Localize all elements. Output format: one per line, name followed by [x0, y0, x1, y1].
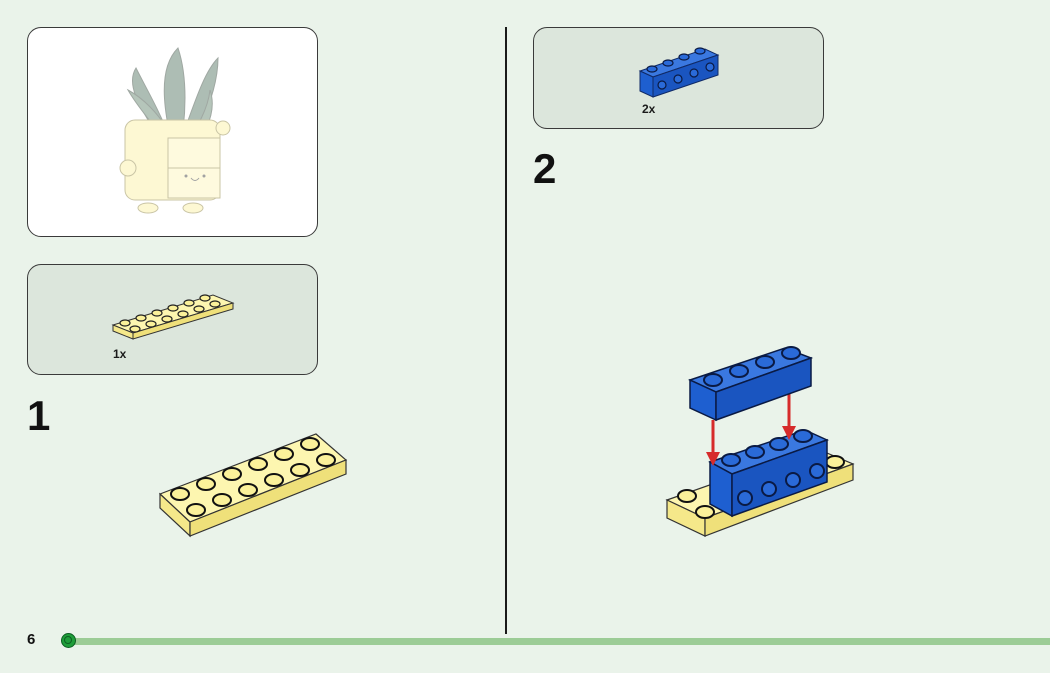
- step-2-illustration: [665, 346, 855, 537]
- step-number: 1: [27, 392, 51, 439]
- part-quantity: 1x: [113, 347, 127, 361]
- page-divider: [505, 27, 507, 634]
- progress-dot-icon: [61, 633, 76, 648]
- finished-model-preview-panel: [27, 27, 318, 237]
- step-2-parts-panel: 2x: [533, 27, 824, 129]
- part-quantity: 2x: [642, 102, 656, 116]
- page-number: 6: [27, 631, 36, 648]
- progress-bar: [70, 638, 1050, 645]
- step-1-parts-panel: 1x: [27, 264, 318, 375]
- step-1-illustration: [158, 433, 348, 538]
- yellow-plate-2x6-icon: [111, 294, 235, 340]
- step-number: 2: [533, 145, 557, 192]
- finished-model-illustration: [119, 47, 231, 214]
- blue-brick-1x4-side-studs-icon: [638, 47, 720, 98]
